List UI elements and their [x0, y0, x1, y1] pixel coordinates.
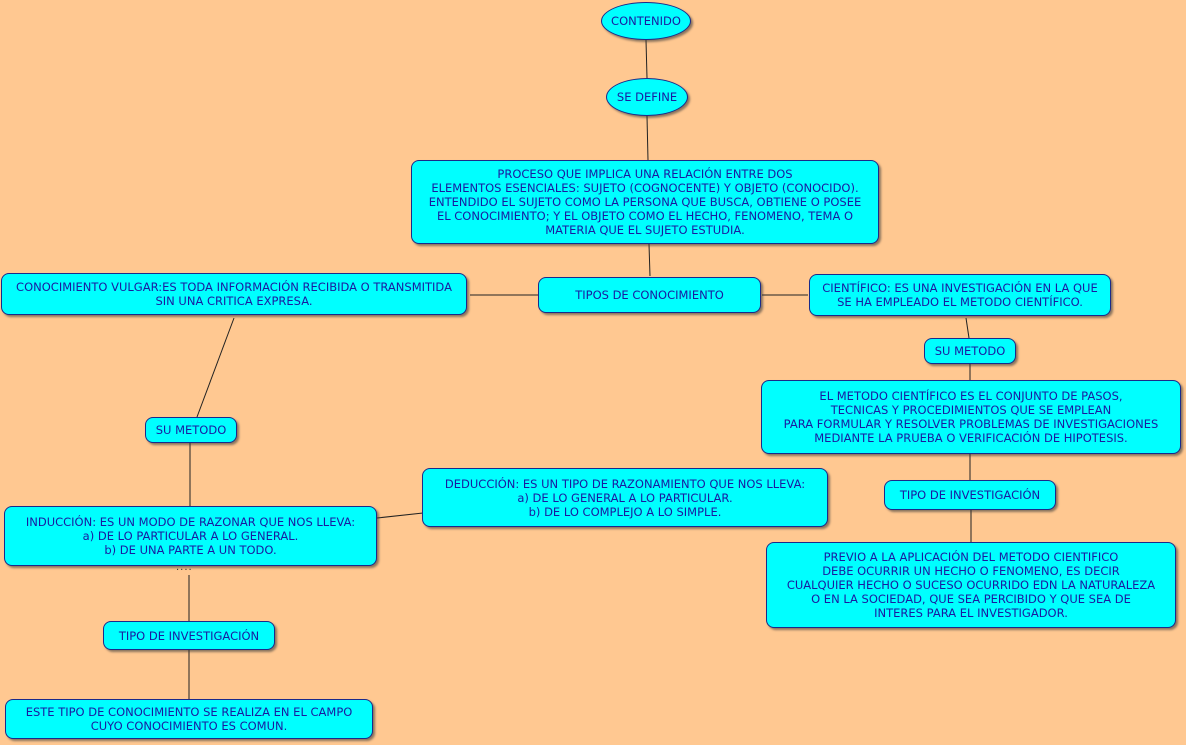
- link-contenido-sedefine: [645, 39, 648, 79]
- node-metodo-cientifico-def[interactable]: EL METODO CIENTÍFICO ES EL CONJUNTO DE P…: [761, 380, 1181, 454]
- link-cientifico-sumetodo: [965, 317, 970, 339]
- node-contenido[interactable]: CONTENIDO: [601, 2, 691, 40]
- node-su-metodo-right[interactable]: SU METODO: [924, 338, 1016, 364]
- node-dots: ....: [176, 562, 193, 573]
- node-tipos-conocimiento[interactable]: TIPOS DE CONOCIMIENTO: [538, 277, 761, 313]
- node-induccion[interactable]: INDUCCIÓN: ES UN MODO DE RAZONAR QUE NOS…: [4, 506, 377, 566]
- link-sedefine-proceso: [646, 115, 649, 161]
- node-previo[interactable]: PREVIO A LA APLICACIÓN DEL METODO CIENTI…: [766, 542, 1176, 628]
- node-tipo-investigacion-left[interactable]: TIPO DE INVESTIGACIÓN: [103, 621, 275, 650]
- link-proceso-tipos: [648, 243, 651, 277]
- node-tipo-investigacion-right[interactable]: TIPO DE INVESTIGACIÓN: [884, 480, 1056, 510]
- node-conocimiento-comun[interactable]: ESTE TIPO DE CONOCIMIENTO SE REALIZA EN …: [5, 699, 373, 739]
- link-vulgar-sumetodo: [196, 317, 235, 418]
- node-su-metodo-left[interactable]: SU METODO: [145, 417, 237, 443]
- node-proceso[interactable]: PROCESO QUE IMPLICA UNA RELACIÓN ENTRE D…: [411, 160, 879, 244]
- node-conocimiento-vulgar[interactable]: CONOCIMIENTO VULGAR:ES TODA INFORMACIÓN …: [1, 273, 467, 315]
- node-cientifico[interactable]: CIENTÍFICO: ES UNA INVESTIGACIÓN EN LA Q…: [809, 274, 1111, 316]
- link-induccion-deduccion: [376, 512, 424, 519]
- node-deduccion[interactable]: DEDUCCIÓN: ES UN TIPO DE RAZONAMIENTO QU…: [422, 468, 828, 527]
- node-se-define[interactable]: SE DEFINE: [606, 78, 688, 116]
